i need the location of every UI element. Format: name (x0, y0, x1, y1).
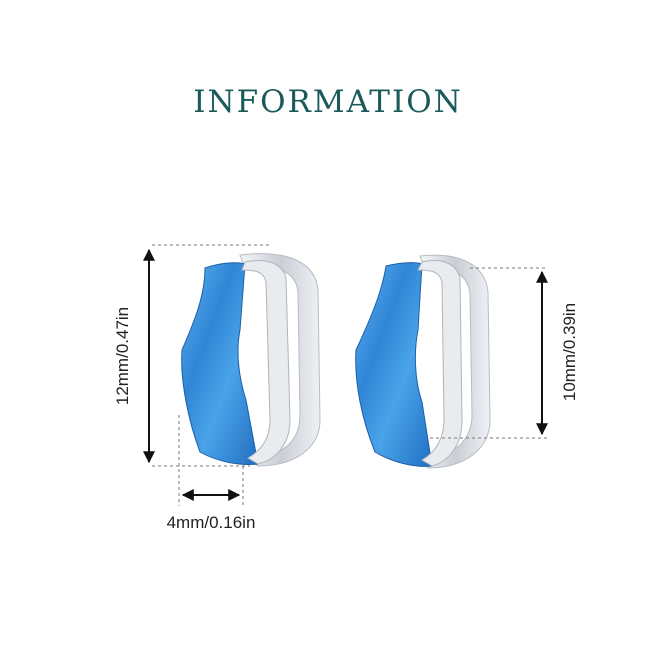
height-dimension-right: 10mm/0.39in (430, 267, 579, 439)
page-title: INFORMATION (193, 84, 463, 120)
earring-left (181, 253, 321, 467)
height-dimension-left: 12mm/0.47in (113, 244, 270, 467)
hoop-front-right (417, 260, 463, 467)
width-dimension: 4mm/0.16in (167, 415, 256, 532)
opal-face-left (181, 262, 259, 465)
height-label-left: 12mm/0.47in (113, 307, 132, 405)
earring-right (355, 254, 491, 469)
opal-face-right (355, 262, 433, 467)
height-label-right: 10mm/0.39in (560, 303, 579, 401)
hoop-front-left (241, 260, 291, 465)
hoop-back-left (239, 253, 321, 467)
width-label: 4mm/0.16in (167, 513, 256, 532)
